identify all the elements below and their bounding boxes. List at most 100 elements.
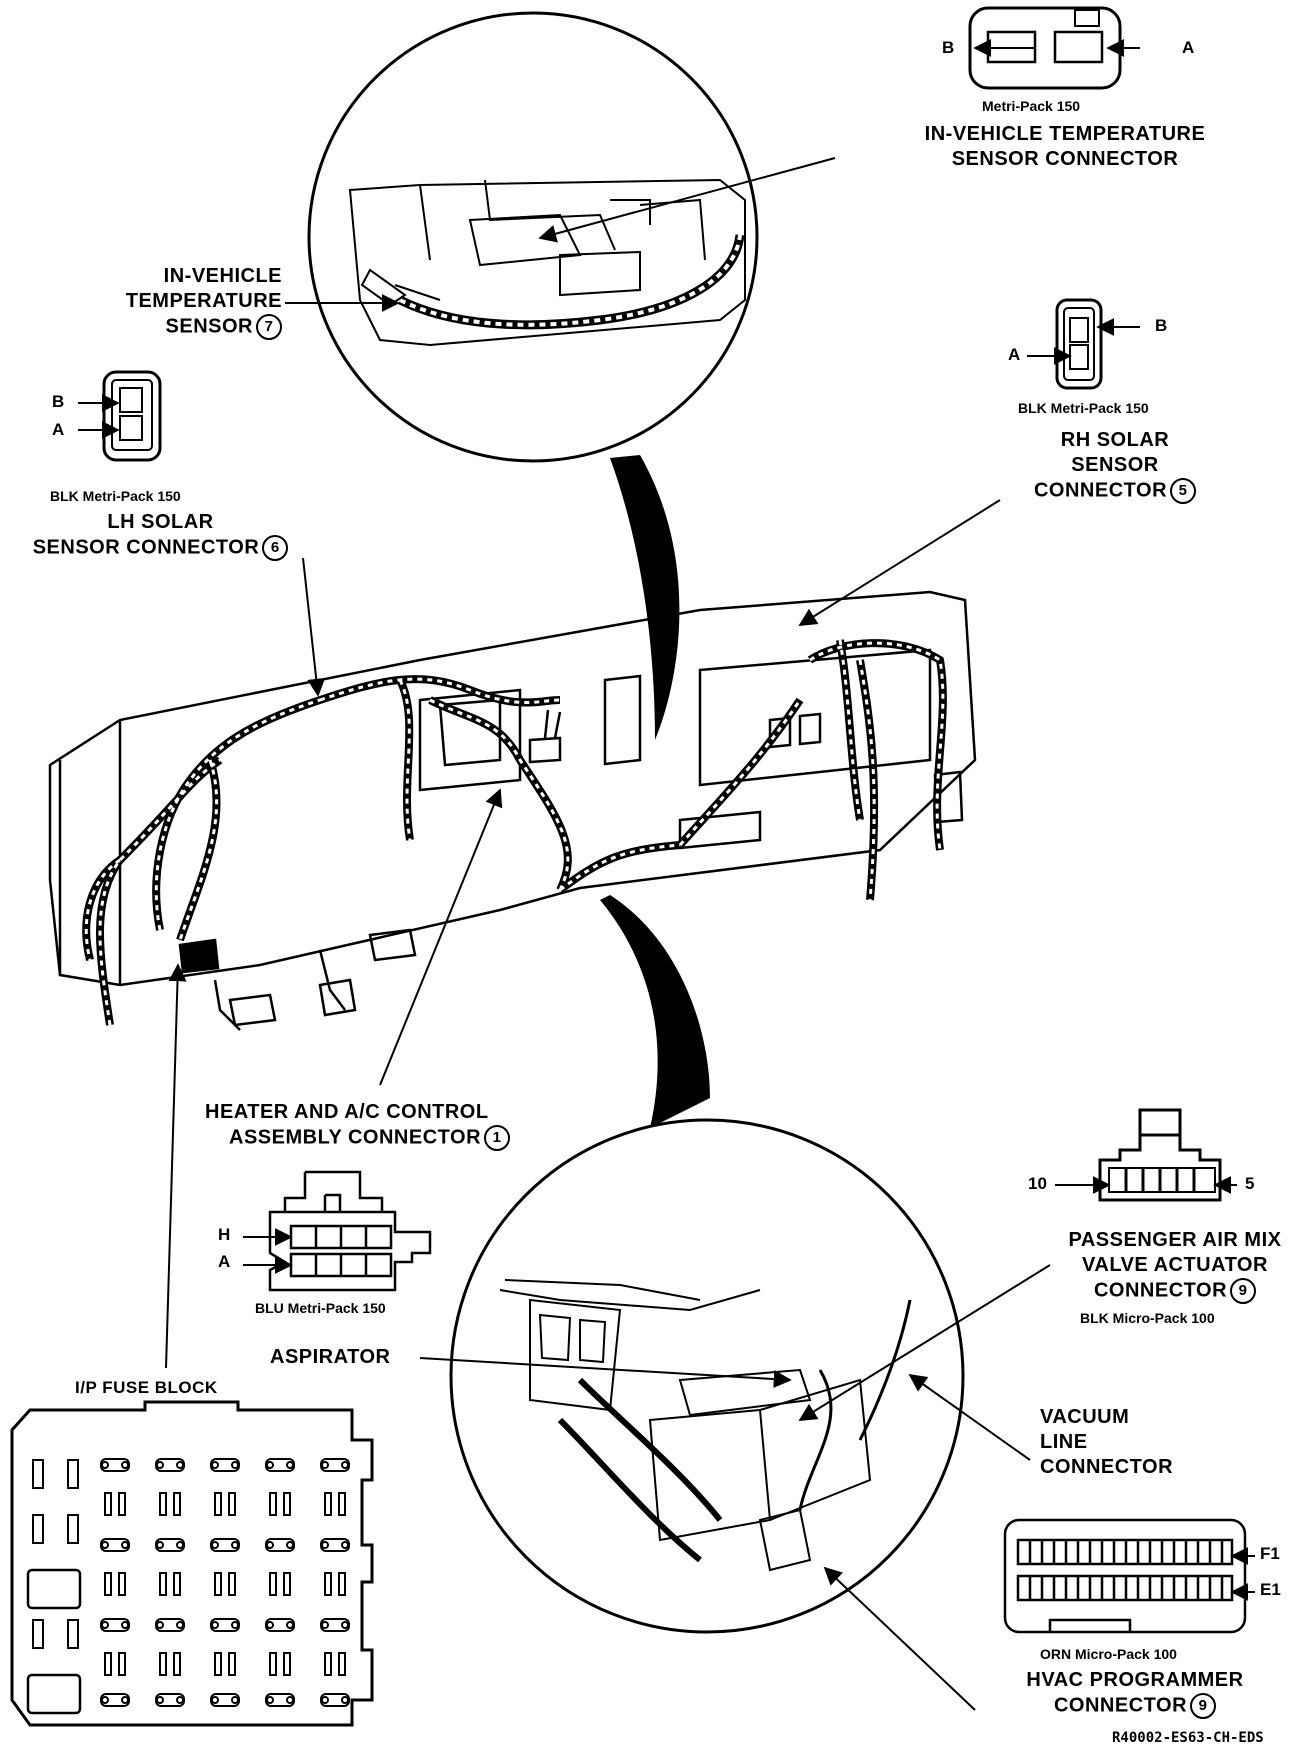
fuse (104, 1492, 126, 1516)
rh-solar-line3: CONNECTOR (1033, 479, 1168, 502)
fuse (104, 1652, 126, 1676)
top-detail-circle (307, 11, 759, 463)
fuse-grid (100, 1458, 350, 1707)
pin-b-label: B (942, 38, 955, 57)
iv-temp-connector-title: IN-VEHICLE TEMPERATURE SENSOR CONNECTOR (875, 122, 1255, 172)
fuse (214, 1652, 236, 1676)
leader-lines (78, 39, 1255, 1711)
prog-pin-e1-label: E1 (1260, 1580, 1281, 1599)
air-mix-connector-face (1098, 1108, 1222, 1202)
callout-number-6: 6 (262, 535, 289, 561)
callout-number-7: 7 (256, 314, 282, 340)
rh-solar-connector-face (1055, 298, 1103, 390)
fuse (320, 1458, 350, 1472)
fuse (210, 1538, 240, 1552)
fuse (210, 1693, 240, 1707)
fuse (265, 1693, 295, 1707)
fuse (324, 1572, 346, 1596)
fuse (265, 1458, 295, 1472)
rh-pack-label: BLK Metri-Pack 150 (1018, 400, 1149, 416)
fuse (269, 1492, 291, 1516)
fuse (155, 1458, 185, 1472)
instrument-panel-drawing (48, 590, 977, 1031)
lh-solar-line2: SENSOR CONNECTOR (32, 536, 260, 559)
fuse (269, 1572, 291, 1596)
lh-solar-connector-face (102, 370, 162, 462)
figure-code: R40002-ES63-CH-EDS (1112, 1730, 1264, 1746)
fuse (269, 1652, 291, 1676)
air-mix-pack-label: BLK Micro-Pack 100 (1080, 1310, 1215, 1326)
air-mix-line2: VALVE ACTUATOR (1082, 1254, 1268, 1276)
rh-pin-b-label: B (1155, 316, 1168, 335)
ip-fuse-block (10, 1400, 374, 1727)
fuse (104, 1572, 126, 1596)
callout-number-5: 5 (1170, 478, 1197, 504)
rh-solar-line2: SENSOR (1071, 454, 1159, 476)
lh-pin-a-label: A (52, 420, 65, 439)
fuse (155, 1693, 185, 1707)
callout-number-9b: 9 (1190, 1693, 1217, 1719)
hvac-control-connector-face (268, 1170, 432, 1292)
hvac-pin-h-label: H (218, 1225, 231, 1244)
iv-temp-connector-line1: IN-VEHICLE TEMPERATURE (924, 123, 1206, 145)
fuse (214, 1492, 236, 1516)
vacuum-line2: LINE (1040, 1431, 1088, 1453)
fuse (320, 1693, 350, 1707)
fuse (155, 1538, 185, 1552)
fuse (159, 1572, 181, 1596)
fuse (210, 1618, 240, 1632)
vacuum-connector-title: VACUUM LINE CONNECTOR (1040, 1405, 1173, 1480)
fuse (324, 1652, 346, 1676)
orn-pack-label: ORN Micro-Pack 100 (1040, 1646, 1177, 1662)
callout-number-1: 1 (484, 1125, 511, 1151)
fuse (265, 1618, 295, 1632)
hvac-control-line1: HEATER AND A/C CONTROL (205, 1101, 489, 1123)
hvac-pin-a-label: A (218, 1252, 231, 1271)
fuse (265, 1538, 295, 1552)
vacuum-line3: CONNECTOR (1040, 1456, 1174, 1478)
rh-pin-a-label: A (1008, 345, 1021, 364)
callout-number-9a: 9 (1230, 1278, 1257, 1304)
aspirator-label: ASPIRATOR (270, 1346, 391, 1368)
pin-a-label: A (1182, 38, 1195, 57)
fuse (159, 1652, 181, 1676)
fuse (100, 1458, 130, 1472)
air-mix-title: PASSENGER AIR MIX VALVE ACTUATOR CONNECT… (1040, 1228, 1310, 1304)
fuse (320, 1538, 350, 1552)
fuse (214, 1572, 236, 1596)
prog-pin-f1-label: F1 (1260, 1544, 1280, 1563)
fuse (320, 1618, 350, 1632)
lh-pin-b-label: B (52, 392, 65, 411)
rh-solar-line1: RH SOLAR (1060, 429, 1170, 451)
lh-solar-line1: LH SOLAR (107, 511, 214, 533)
fuse (159, 1492, 181, 1516)
iv-temp-sensor-line1: IN-VEHICLE (163, 265, 282, 287)
hvac-programmer-connector-face (1003, 1518, 1247, 1634)
fuse (210, 1458, 240, 1472)
air-mix-pin-10-label: 10 (1028, 1174, 1047, 1193)
fuse (324, 1492, 346, 1516)
air-mix-line1: PASSENGER AIR MIX (1068, 1229, 1282, 1251)
top-pointer-wedge (610, 455, 680, 740)
iv-temp-connector-line2: SENSOR CONNECTOR (951, 148, 1179, 170)
fuse-block-label: I/P FUSE BLOCK (75, 1378, 218, 1397)
hvac-programmer-line2: CONNECTOR (1053, 1694, 1188, 1717)
air-mix-line3: CONNECTOR (1093, 1279, 1228, 1302)
fuse (155, 1618, 185, 1632)
fuse (100, 1618, 130, 1632)
hvac-control-line2: ASSEMBLY CONNECTOR (229, 1126, 482, 1149)
iv-temp-sensor-line3: SENSOR (165, 315, 253, 338)
metripack-top-label: Metri-Pack 150 (982, 98, 1081, 114)
bottom-pointer-wedge (600, 895, 710, 1128)
fuse (100, 1538, 130, 1552)
blu-pack-label: BLU Metri-Pack 150 (255, 1300, 386, 1316)
hvac-control-title: HEATER AND A/C CONTROL ASSEMBLY CONNECTO… (205, 1100, 585, 1151)
wiring-harness (82, 639, 947, 1026)
iv-temp-sensor-line2: TEMPERATURE (125, 290, 282, 312)
air-mix-pin-5-label: 5 (1245, 1174, 1255, 1193)
